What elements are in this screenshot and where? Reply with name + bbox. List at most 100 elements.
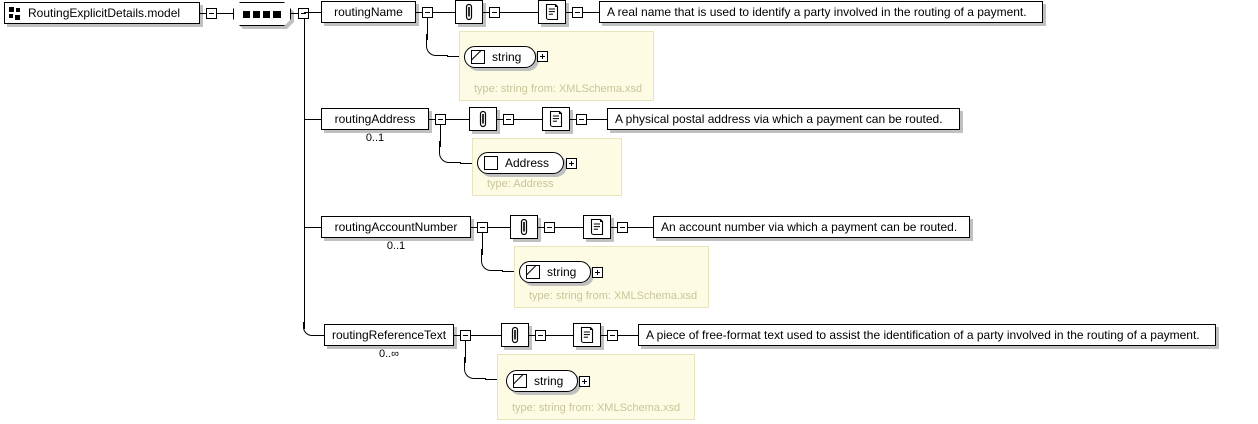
documentation-collapse-toggle-routingAccountNumber[interactable] <box>617 222 628 233</box>
type-branch-elbow-3 <box>481 249 503 271</box>
element-node-routingAddress[interactable]: routingAddress <box>321 108 429 130</box>
cardinality-routingAccountNumber: 0..1 <box>386 240 406 252</box>
type-branch-line-4 <box>465 341 466 363</box>
element-label: routingName <box>334 5 403 19</box>
type-branch-connector-2 <box>460 163 473 164</box>
documentation-text-routingName: A real name that is used to identify a p… <box>599 1 1043 23</box>
branch-connector-4 <box>316 335 326 336</box>
root-collapse-toggle[interactable] <box>206 8 217 19</box>
tree-spine-elbow <box>303 322 317 336</box>
element-collapse-toggle-routingReferenceText[interactable] <box>460 330 471 341</box>
documentation-text: A physical postal address via which a pa… <box>615 112 943 126</box>
document-icon <box>549 110 563 128</box>
documentation-node-routingName[interactable] <box>538 0 566 24</box>
element-node-routingName[interactable]: routingName <box>321 1 416 23</box>
connector-elem4-toggle <box>454 335 460 336</box>
cardinality-routingReferenceText: 0..∞ <box>378 348 400 360</box>
connector-documentation3-toggle <box>611 227 617 228</box>
element-collapse-toggle-routingAccountNumber[interactable] <box>477 222 488 233</box>
connector-documentation1-toggle <box>566 12 572 13</box>
type-node-routingAddress[interactable]: Address <box>477 152 565 174</box>
type-expand-toggle-routingName[interactable] <box>537 51 548 62</box>
document-icon <box>590 218 604 236</box>
element-label: routingReferenceText <box>331 328 447 342</box>
branch-connector-1 <box>304 12 321 13</box>
annotation-node-routingAddress[interactable] <box>469 107 497 131</box>
element-label: routingAccountNumber <box>334 220 458 234</box>
connector-elem3-toggle <box>471 227 477 228</box>
type-branch-connector-3 <box>502 271 515 272</box>
connector-toggle-documentation-4 <box>546 335 573 336</box>
connector-toggle-doctext-3 <box>628 227 653 228</box>
connector-toggle-doctext-4 <box>618 335 638 336</box>
simple-type-icon <box>513 374 527 388</box>
annotation-node-routingAccountNumber[interactable] <box>510 215 538 239</box>
type-branch-elbow-2 <box>439 141 461 163</box>
connector-toggle-documentation-3 <box>555 227 583 228</box>
documentation-collapse-toggle-routingAddress[interactable] <box>576 114 587 125</box>
annotation-node-routingReferenceText[interactable] <box>501 323 529 347</box>
annotation-collapse-toggle-routingAccountNumber[interactable] <box>544 222 555 233</box>
document-icon <box>580 326 594 344</box>
connector-root-toggle <box>200 13 206 14</box>
type-panel-routingReferenceText: type: string from: XMLSchema.xsd <box>497 354 695 420</box>
cardinality-routingAddress: 0..1 <box>365 132 385 144</box>
documentation-node-routingAccountNumber[interactable] <box>583 215 611 239</box>
documentation-node-routingReferenceText[interactable] <box>573 323 601 347</box>
type-info-label: type: Address <box>487 178 554 190</box>
connector-toggle-documentation-2 <box>514 119 542 120</box>
documentation-text: An account number via which a payment ca… <box>661 220 958 234</box>
element-collapse-toggle-routingAddress[interactable] <box>435 114 446 125</box>
documentation-collapse-toggle-routingName[interactable] <box>572 7 583 18</box>
annotation-collapse-toggle-routingReferenceText[interactable] <box>535 330 546 341</box>
type-branch-line-3 <box>482 233 483 255</box>
annotation-collapse-toggle-routingName[interactable] <box>489 7 500 18</box>
type-node-routingReferenceText[interactable]: string <box>506 370 579 392</box>
root-model-node[interactable]: RoutingExplicitDetails.model <box>4 2 200 24</box>
documentation-node-routingAddress[interactable] <box>542 107 570 131</box>
complex-type-icon <box>484 156 498 170</box>
connector-documentation2-toggle <box>570 119 576 120</box>
type-label: string <box>547 265 577 279</box>
documentation-text-routingReferenceText: A piece of free-format text used to assi… <box>638 324 1216 346</box>
documentation-text: A piece of free-format text used to assi… <box>646 328 1200 342</box>
type-label: string <box>492 50 522 64</box>
connector-toggle-sequence <box>217 13 233 14</box>
type-expand-toggle-routingAddress[interactable] <box>566 158 577 169</box>
element-node-routingReferenceText[interactable]: routingReferenceText <box>324 324 454 346</box>
connector-toggle-doctext-2 <box>587 119 607 120</box>
type-info-label: type: string from: XMLSchema.xsd <box>529 290 698 302</box>
branch-connector-2 <box>304 119 321 120</box>
documentation-collapse-toggle-routingReferenceText[interactable] <box>607 330 618 341</box>
simple-type-icon <box>471 50 485 64</box>
annotation-node-routingName[interactable] <box>455 0 483 24</box>
type-branch-connector-4 <box>485 379 498 380</box>
document-icon <box>545 3 559 21</box>
connector-documentation4-toggle <box>601 335 607 336</box>
connector-annotation4-toggle <box>529 335 535 336</box>
connector-toggle-annotation-3 <box>488 227 510 228</box>
annotation-collapse-toggle-routingAddress[interactable] <box>503 114 514 125</box>
paperclip-icon <box>479 110 487 128</box>
type-node-routingAccountNumber[interactable]: string <box>519 261 592 283</box>
type-branch-connector-1 <box>447 56 460 57</box>
type-node-routingName[interactable]: string <box>464 46 537 68</box>
root-node-label: RoutingExplicitDetails.model <box>28 6 181 20</box>
element-node-routingAccountNumber[interactable]: routingAccountNumber <box>321 216 471 238</box>
type-branch-line-1 <box>427 18 428 40</box>
sequence-collapse-toggle[interactable] <box>298 8 309 19</box>
type-expand-toggle-routingReferenceText[interactable] <box>579 376 590 387</box>
type-panel-routingName: type: string from: XMLSchema.xsd <box>459 31 654 101</box>
sequence-compositor-node[interactable] <box>233 2 291 26</box>
type-info-label: type: string from: XMLSchema.xsd <box>474 83 643 95</box>
paperclip-icon <box>465 3 473 21</box>
connector-sequence-toggle <box>291 13 298 14</box>
type-expand-toggle-routingAccountNumber[interactable] <box>592 267 603 278</box>
tree-spine <box>304 19 305 329</box>
type-label: Address <box>505 156 550 170</box>
element-collapse-toggle-routingName[interactable] <box>422 7 433 18</box>
connector-toggle-documentation-1 <box>500 12 538 13</box>
type-branch-elbow-1 <box>426 34 448 56</box>
connector-elem1-toggle <box>416 12 422 13</box>
